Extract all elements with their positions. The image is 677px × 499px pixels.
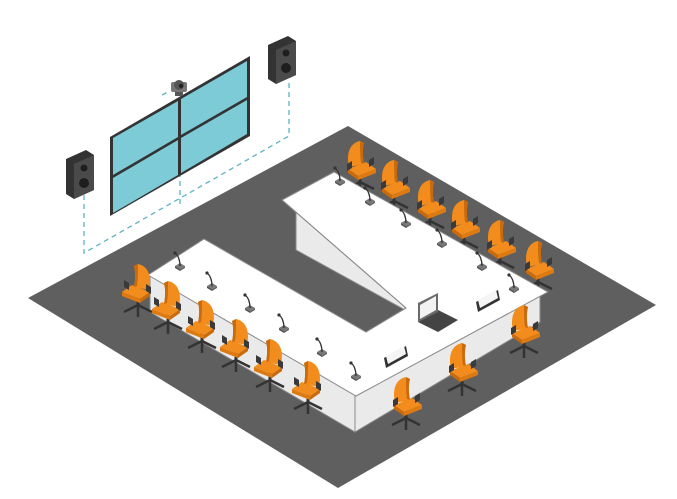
tablet-icon: [384, 346, 408, 368]
tablet-icon: [476, 290, 500, 312]
video-wall-icon: [110, 56, 250, 216]
ptz-camera-icon: [171, 80, 187, 96]
table-devices: [384, 290, 500, 368]
laptop-icon: [418, 293, 458, 332]
room-floor: [28, 126, 656, 488]
speaker-icon: [66, 150, 94, 199]
speaker-icon: [268, 36, 296, 84]
